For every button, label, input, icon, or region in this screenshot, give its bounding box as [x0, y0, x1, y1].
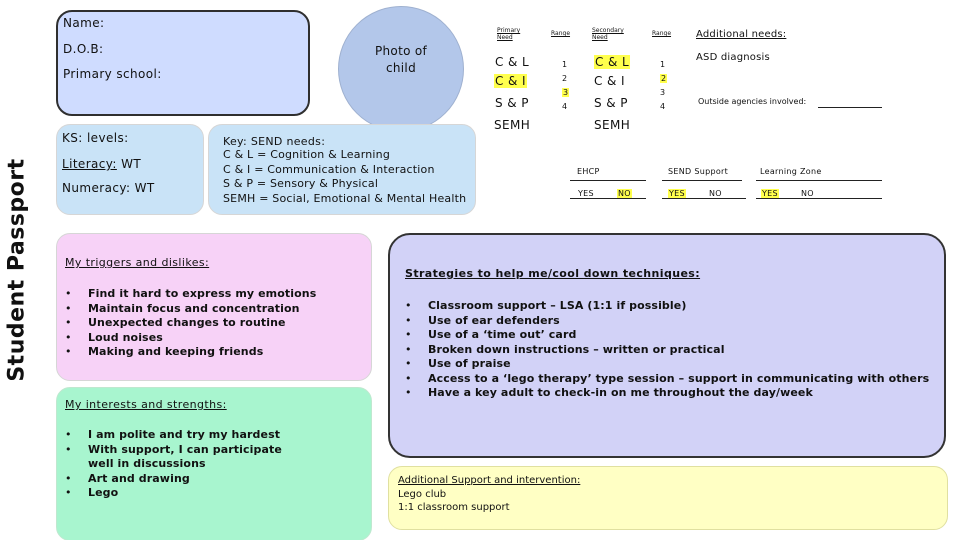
additional-needs-value: ASD diagnosis — [696, 52, 770, 63]
page-title: Student Passport — [4, 158, 30, 382]
learning-yes-option[interactable]: YES — [761, 189, 779, 198]
range-header-1: Range — [551, 30, 571, 37]
support-list: Lego club 1:1 classroom support — [398, 488, 510, 514]
range-value: 2 — [562, 74, 568, 83]
interests-box: My interests and strengths: I am polite … — [56, 387, 372, 540]
additional-needs-title: Additional needs: — [696, 29, 787, 40]
list-item: Unexpected changes to routine — [65, 316, 316, 331]
primary-school-label: Primary school: — [63, 67, 162, 81]
list-item: Maintain focus and concentration — [65, 302, 316, 317]
outside-agencies-line — [818, 107, 882, 108]
list-item: 1:1 classroom support — [398, 502, 510, 513]
ks-levels-box: KS: levels: Literacy: WT Numeracy: WT — [56, 124, 204, 215]
strategies-box: Strategies to help me/cool down techniqu… — [388, 233, 946, 458]
range-header-2: Range — [652, 30, 672, 37]
interests-list: I am polite and try my hardest With supp… — [65, 428, 305, 501]
outside-agencies-label: Outside agencies involved: — [698, 97, 807, 106]
primary-need-header: Primary Need — [497, 27, 521, 41]
learning-no-option[interactable]: NO — [801, 189, 814, 198]
side-title-bar: Student Passport — [0, 0, 34, 540]
strategies-list: Classroom support – LSA (1:1 if possible… — [405, 299, 929, 401]
list-item: Classroom support – LSA (1:1 if possible… — [405, 299, 929, 314]
primary-need: C & I — [494, 74, 527, 88]
key-list: C & L = Cognition & Learning C & I = Com… — [223, 148, 466, 206]
range-value: 4 — [562, 102, 568, 111]
name-label: Name: — [63, 16, 105, 30]
profile-box: Name: D.O.B: Primary school: — [56, 10, 310, 116]
list-item: Use of a ‘time out’ card — [405, 328, 929, 343]
numeracy-label: Numeracy: — [62, 181, 131, 195]
secondary-need: C & L — [594, 55, 631, 69]
list-item: Have a key adult to check-in on me throu… — [405, 386, 929, 401]
list-item: Lego club — [398, 489, 447, 500]
list-item: Use of praise — [405, 357, 929, 372]
status-line — [756, 180, 882, 181]
list-item: I am polite and try my hardest — [65, 428, 305, 443]
status-line — [662, 180, 742, 181]
send-key-box: Key: SEND needs: C & L = Cognition & Lea… — [208, 124, 476, 215]
ehcp-yes-option[interactable]: YES — [578, 189, 594, 198]
key-item: SEMH = Social, Emotional & Mental Health — [223, 191, 467, 205]
status-line — [570, 180, 646, 181]
literacy-row: Literacy: WT — [62, 157, 141, 171]
list-item: Making and keeping friends — [65, 345, 316, 360]
range-value: 2 — [660, 74, 668, 83]
send-support-label: SEND Support — [668, 167, 729, 176]
photo-label: Photo of child — [374, 44, 427, 75]
additional-support-box: Additional Support and intervention: Leg… — [388, 466, 948, 530]
key-item: C & I = Communication & Interaction — [223, 162, 435, 176]
strategies-title: Strategies to help me/cool down techniqu… — [405, 267, 701, 280]
key-title: Key: SEND needs: — [223, 135, 326, 148]
triggers-list: Find it hard to express my emotions Main… — [65, 287, 316, 360]
primary-need: SEMH — [494, 118, 531, 132]
literacy-value: WT — [121, 157, 142, 171]
secondary-need: SEMH — [594, 118, 631, 132]
send-yes-option[interactable]: YES — [668, 189, 686, 198]
list-item: Access to a ‘lego therapy’ type session … — [405, 372, 929, 387]
numeracy-row: Numeracy: WT — [62, 181, 155, 195]
list-item: Find it hard to express my emotions — [65, 287, 316, 302]
status-line — [570, 198, 646, 199]
secondary-need-header: Secondary Need — [592, 27, 624, 41]
ehcp-label: EHCP — [577, 167, 600, 176]
range-value: 3 — [660, 88, 666, 97]
primary-need: C & L — [495, 55, 530, 69]
secondary-need: S & P — [594, 96, 628, 110]
literacy-label: Literacy: — [62, 157, 117, 171]
triggers-box: My triggers and dislikes: Find it hard t… — [56, 233, 372, 381]
secondary-need: C & I — [594, 74, 625, 88]
ks-levels-title: KS: levels: — [62, 131, 129, 145]
numeracy-value: WT — [134, 181, 155, 195]
photo-placeholder[interactable]: Photo of child — [338, 6, 464, 132]
list-item: Broken down instructions – written or pr… — [405, 343, 929, 358]
status-line — [756, 198, 882, 199]
interests-title: My interests and strengths: — [65, 398, 227, 411]
key-item: S & P = Sensory & Physical — [223, 177, 379, 190]
key-item: C & L = Cognition & Learning — [223, 148, 391, 161]
status-line — [662, 198, 746, 199]
primary-need: S & P — [495, 96, 529, 110]
range-value: 4 — [660, 102, 666, 111]
range-value: 3 — [562, 88, 570, 97]
list-item: Loud noises — [65, 331, 316, 346]
list-item: With support, I can participate well in … — [65, 443, 305, 472]
dob-label: D.O.B: — [63, 42, 104, 56]
range-value: 1 — [660, 60, 666, 69]
learning-zone-label: Learning Zone — [760, 167, 822, 176]
triggers-title: My triggers and dislikes: — [65, 256, 210, 269]
list-item: Art and drawing — [65, 472, 305, 487]
list-item: Lego — [65, 486, 305, 501]
range-value: 1 — [562, 60, 568, 69]
list-item: Use of ear defenders — [405, 314, 929, 329]
ehcp-no-option[interactable]: NO — [617, 189, 632, 198]
send-no-option[interactable]: NO — [709, 189, 722, 198]
support-title: Additional Support and intervention: — [398, 475, 581, 486]
